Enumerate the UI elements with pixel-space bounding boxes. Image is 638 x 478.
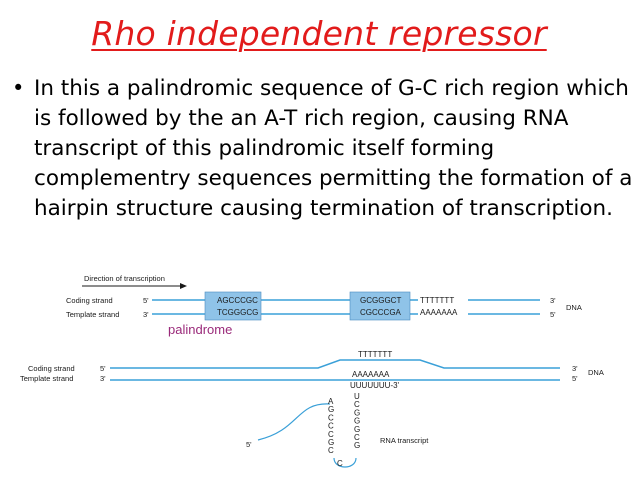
box1-top-seq: AGCCCGC — [217, 296, 258, 305]
stem-base-left: G — [328, 405, 334, 414]
stem-base-right: G — [354, 441, 360, 450]
rna-transcript-curve — [257, 403, 331, 441]
direction-label: Direction of transcription — [84, 274, 165, 283]
stem-base-right: G — [354, 425, 360, 434]
stem-base-left: G — [328, 438, 334, 447]
stem-base-left: C — [328, 430, 334, 439]
stem-base-left: C — [328, 446, 334, 455]
bottom-a-run: AAAAAAA — [352, 370, 390, 379]
at-rich-region — [418, 294, 468, 318]
bottom-template-5prime: 5' — [572, 374, 578, 383]
top-coding-3prime: 3' — [550, 296, 556, 305]
box2-top-seq: GCGGGCT — [360, 296, 401, 305]
stem-base-right: C — [354, 400, 360, 409]
coding-strand-label: Coding strand — [66, 296, 113, 305]
stem-base-right: C — [354, 433, 360, 442]
bullet-text: In this a palindromic sequence of G-C ri… — [34, 76, 633, 221]
palindrome-box-right — [349, 291, 411, 321]
bottom-coding-strand-label: Coding strand — [28, 364, 75, 373]
bullet-dot: • — [12, 76, 25, 100]
bottom-template-strand-label: Template strand — [20, 374, 73, 383]
box2-bottom-seq: CGCCCGA — [360, 308, 402, 317]
bottom-coding-5prime: 5' — [100, 364, 106, 373]
palindrome-label: palindrome — [168, 322, 232, 337]
box1-bottom-seq: TCGGGCG — [217, 308, 258, 317]
stem-base-left: C — [328, 413, 334, 422]
bottom-template-3prime: 3' — [100, 374, 106, 383]
top-template-5prime: 5' — [550, 310, 556, 319]
bottom-coding-3prime: 3' — [572, 364, 578, 373]
rna-transcript-label: RNA transcript — [380, 436, 429, 445]
bottom-coding-strand-line — [110, 359, 560, 369]
bottom-t-run: TTTTTTT — [358, 350, 392, 359]
slide-title: Rho independent repressor — [91, 14, 547, 53]
top-t-run: TTTTTTT — [420, 296, 454, 305]
stem-base-left: C — [328, 422, 334, 431]
direction-arrowhead — [180, 283, 187, 289]
palindrome-box-left — [204, 291, 262, 321]
stem-base-right: U — [354, 392, 360, 401]
coding-5prime: 5' — [143, 296, 149, 305]
hairpin-loop-base: C — [337, 459, 343, 468]
hairpin-left-stem: AGCCCGC — [328, 397, 334, 455]
hairpin-loop — [333, 457, 357, 468]
bottom-dna-label: DNA — [588, 368, 604, 377]
rna-5prime: 5' — [246, 440, 252, 449]
stem-base-right: G — [354, 408, 360, 417]
template-strand-label: Template strand — [66, 310, 119, 319]
top-a-run: AAAAAAA — [420, 308, 458, 317]
stem-base-left: A — [328, 397, 334, 406]
top-dna-label: DNA — [566, 303, 582, 312]
stem-base-right: G — [354, 417, 360, 426]
bottom-u-run: UUUUUUU-3' — [350, 381, 400, 390]
template-3prime: 3' — [143, 310, 149, 319]
